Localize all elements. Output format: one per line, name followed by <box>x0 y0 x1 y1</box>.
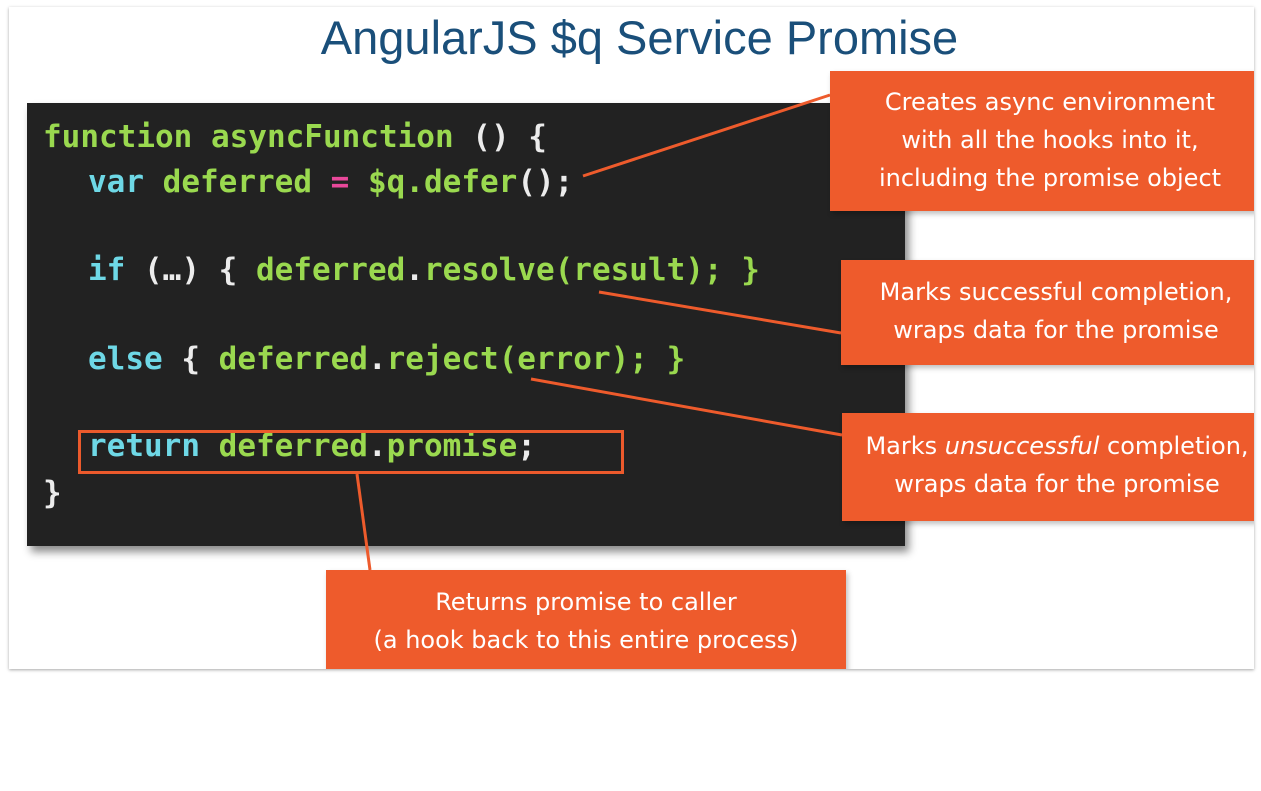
callout-return-line-2: (a hook back to this entire process) <box>373 626 799 654</box>
code-punct: ; <box>517 428 536 464</box>
callout-return: Returns promise to caller (a hook back t… <box>326 570 846 669</box>
deferred-object: deferred <box>255 252 406 288</box>
callout-defer-line-2: with all the hooks into it, <box>901 126 1199 154</box>
variable-deferred: deferred <box>162 164 312 200</box>
callout-return-line-1: Returns promise to caller <box>435 588 737 616</box>
function-name: asyncFunction <box>210 119 454 155</box>
callout-resolve-line-1: Marks successful completion, <box>879 278 1233 306</box>
keyword-function: function <box>43 119 193 155</box>
callout-reject-post: completion, <box>1099 432 1249 460</box>
deferred-object: deferred <box>218 428 368 464</box>
callout-reject-emphasis: unsuccessful <box>944 432 1100 460</box>
code-dot: . <box>367 428 387 464</box>
callout-resolve-line-2: wraps data for the promise <box>893 316 1219 344</box>
callout-reject-pre: Marks <box>865 432 945 460</box>
code-line-6: } <box>43 473 62 513</box>
code-dot: . <box>367 341 387 377</box>
assign-operator: = <box>330 164 350 200</box>
code-panel: function asyncFunction () { var deferred… <box>27 103 905 546</box>
closing-brace: } <box>43 475 62 511</box>
callout-reject-line-2: wraps data for the promise <box>894 470 1220 498</box>
slide-title: AngularJS $q Service Promise <box>320 11 959 64</box>
promise-property: promise <box>386 428 518 464</box>
callout-resolve: Marks successful completion, wraps data … <box>841 260 1254 365</box>
code-punct: () { <box>453 119 547 155</box>
else-brace: { <box>162 341 219 377</box>
keyword-var: var <box>88 164 144 200</box>
callout-reject: Marks unsuccessful completion, wraps dat… <box>842 413 1254 521</box>
callout-defer-line-3: including the promise object <box>878 164 1222 192</box>
code-line-3: if (…) { deferred.resolve(result); } <box>88 250 760 290</box>
resolve-method: resolve <box>423 252 555 288</box>
if-condition: (…) { <box>125 252 256 288</box>
callout-defer: Creates async environment with all the h… <box>830 71 1254 211</box>
code-dot: . <box>405 252 424 288</box>
keyword-if: if <box>88 252 126 288</box>
reject-method: reject <box>386 341 499 377</box>
slide: AngularJS $q Service Promise function as… <box>9 7 1254 669</box>
code-line-4: else { deferred.reject(error); } <box>88 339 685 379</box>
keyword-return: return <box>88 428 200 464</box>
q-defer-call: $q.defer <box>368 164 518 200</box>
callout-defer-line-1: Creates async environment <box>884 88 1216 116</box>
code-line-2: var deferred = $q.defer(); <box>88 162 573 202</box>
deferred-object: deferred <box>218 341 368 377</box>
callout-reject-line-1: Marks unsuccessful completion, <box>842 427 1254 465</box>
keyword-else: else <box>88 341 163 377</box>
reject-args: (error); } <box>498 341 686 377</box>
code-punct: (); <box>517 164 574 200</box>
resolve-args: (result); } <box>554 252 760 288</box>
code-line-1: function asyncFunction () { <box>43 117 547 157</box>
return-highlight-box <box>78 430 624 474</box>
code-line-5: return deferred.promise; <box>88 426 536 466</box>
